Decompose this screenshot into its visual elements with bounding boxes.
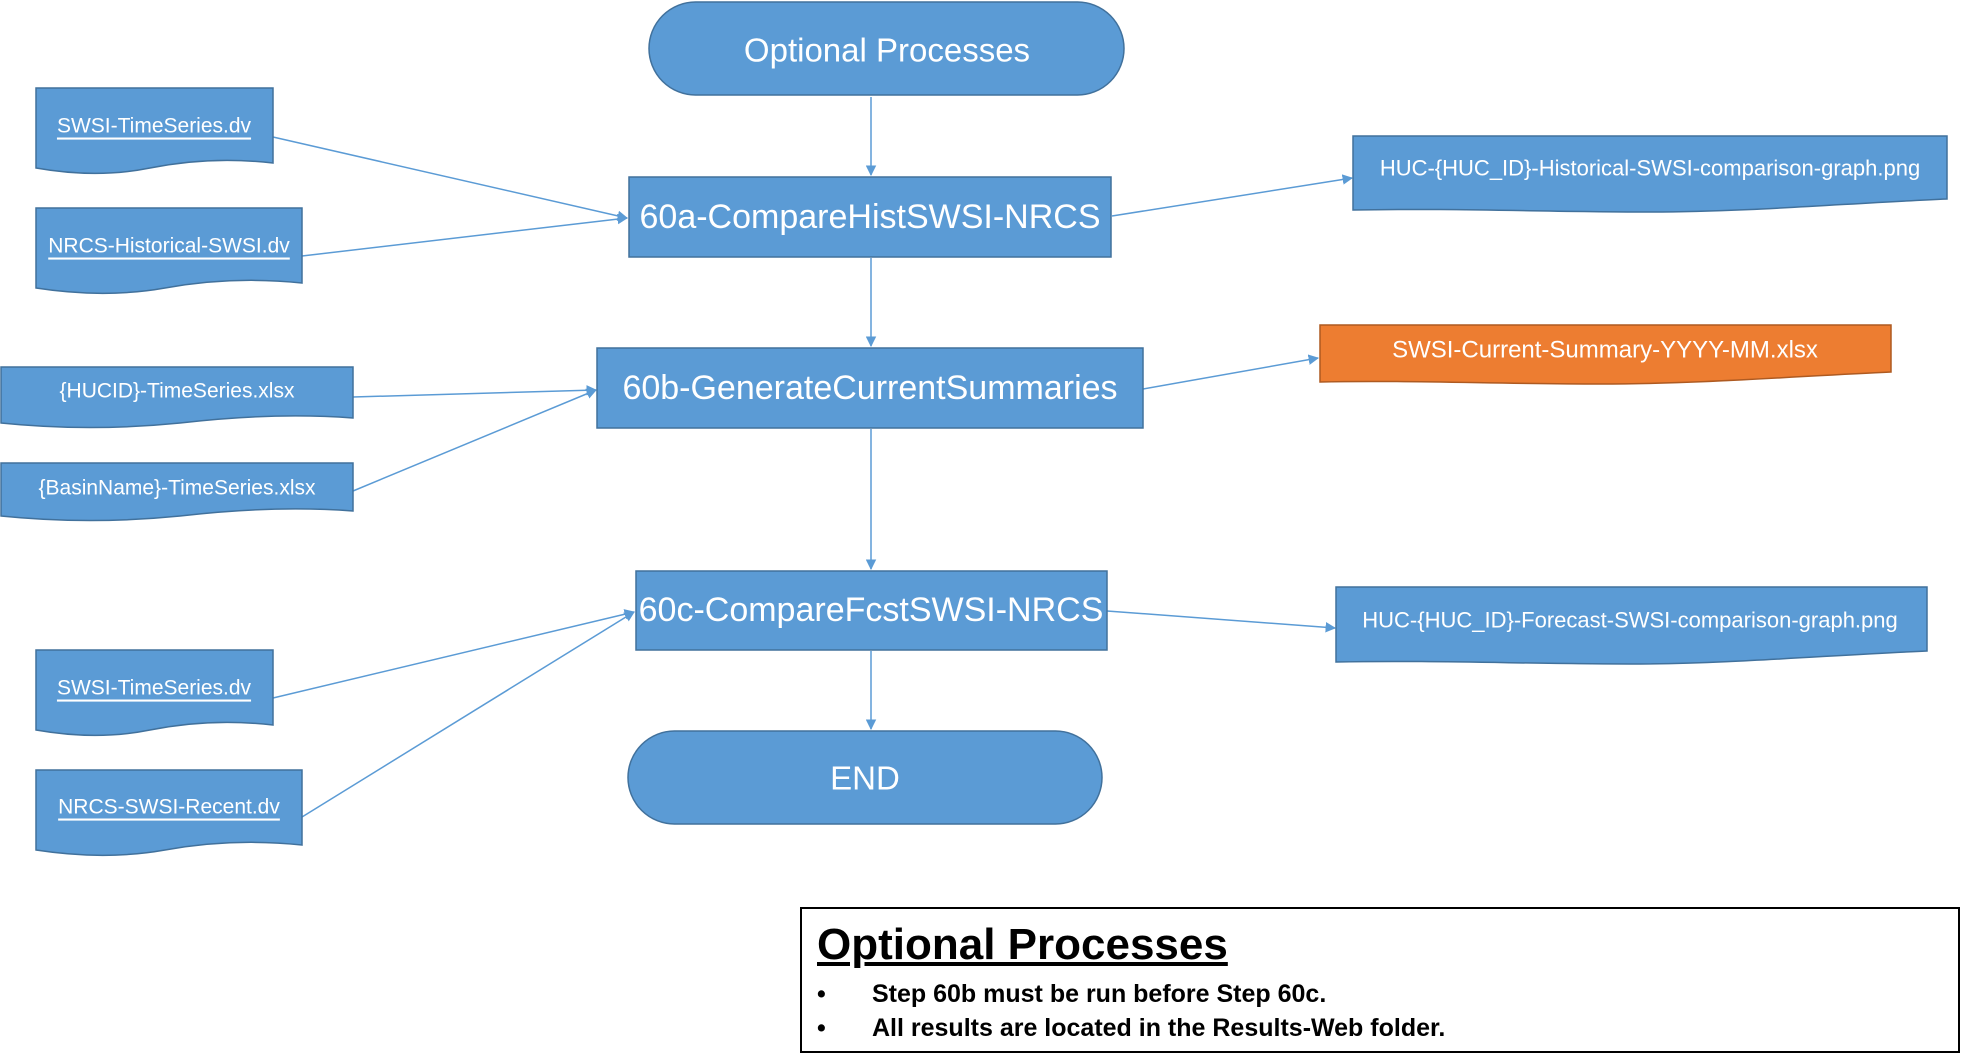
input-doc-a1-label: SWSI-TimeSeries.dv: [57, 115, 252, 138]
step-60b-label: 60b-GenerateCurrentSummaries: [622, 369, 1117, 407]
step-60b: 60b-GenerateCurrentSummaries: [596, 347, 1144, 429]
arrow-input-b1: [352, 385, 598, 398]
legend-bullet: •: [817, 1014, 826, 1042]
legend-item: • Step 60b must be run before Step 60c.: [817, 977, 1958, 1011]
output-doc-b-label: SWSI-Current-Summary-YYYY-MM.xlsx: [1392, 337, 1818, 364]
output-doc-c-label: HUC-{HUC_ID}-Forecast-SWSI-comparison-gr…: [1362, 608, 1898, 633]
step-60c: 60c-CompareFcstSWSI-NRCS: [635, 570, 1108, 651]
input-doc-a1: SWSI-TimeSeries.dv: [35, 87, 274, 175]
legend-title: Optional Processes: [817, 920, 1228, 969]
end-terminator: END: [627, 730, 1103, 825]
legend-item-text: All results are located in the Results-W…: [872, 1014, 1446, 1042]
input-doc-a2: NRCS-Historical-SWSI.dv: [35, 207, 303, 294]
legend-list: • Step 60b must be run before Step 60c. •…: [817, 977, 1958, 1045]
input-doc-b1-label: {HUCID}-TimeSeries.xlsx: [60, 380, 295, 403]
start-terminator: Optional Processes: [648, 1, 1125, 96]
end-label: END: [830, 760, 900, 797]
legend-box: Optional Processes • Step 60b must be run…: [800, 907, 1960, 1053]
arrow-input-c1: [272, 609, 636, 699]
input-doc-b2: {BasinName}-TimeSeries.xlsx: [0, 462, 354, 522]
connectors: [272, 97, 1354, 818]
legend-bullet: •: [817, 980, 826, 1008]
legend-item: • All results are located in the Results-…: [817, 1011, 1958, 1045]
arrow-output-c: [1106, 610, 1337, 633]
arrow-input-a1: [272, 136, 629, 222]
output-doc-c: HUC-{HUC_ID}-Forecast-SWSI-comparison-gr…: [1335, 586, 1928, 665]
step-60a-label: 60a-CompareHistSWSI-NRCS: [640, 198, 1101, 236]
input-doc-c1-label: SWSI-TimeSeries.dv: [57, 677, 252, 700]
output-doc-b: SWSI-Current-Summary-YYYY-MM.xlsx: [1319, 324, 1892, 385]
arrow-input-b2: [352, 388, 597, 492]
legend-item-text: Step 60b must be run before Step 60c.: [872, 980, 1327, 1008]
input-doc-b1: {HUCID}-TimeSeries.xlsx: [0, 366, 354, 429]
start-label: Optional Processes: [744, 32, 1030, 69]
input-doc-c1: SWSI-TimeSeries.dv: [35, 649, 274, 737]
input-doc-c2: NRCS-SWSI-Recent.dv: [35, 769, 303, 856]
output-doc-a-label: HUC-{HUC_ID}-Historical-SWSI-comparison-…: [1380, 156, 1920, 181]
input-doc-c2-label: NRCS-SWSI-Recent.dv: [58, 796, 280, 819]
step-60c-label: 60c-CompareFcstSWSI-NRCS: [639, 591, 1104, 629]
arrow-input-a2: [301, 213, 629, 257]
arrow-input-c2: [301, 611, 635, 818]
step-60a: 60a-CompareHistSWSI-NRCS: [628, 176, 1112, 258]
arrow-output-b: [1142, 354, 1320, 390]
input-doc-a2-label: NRCS-Historical-SWSI.dv: [48, 235, 290, 258]
input-doc-b2-label: {BasinName}-TimeSeries.xlsx: [39, 477, 316, 500]
arrow-output-a: [1111, 174, 1354, 217]
output-doc-a: HUC-{HUC_ID}-Historical-SWSI-comparison-…: [1352, 135, 1948, 213]
